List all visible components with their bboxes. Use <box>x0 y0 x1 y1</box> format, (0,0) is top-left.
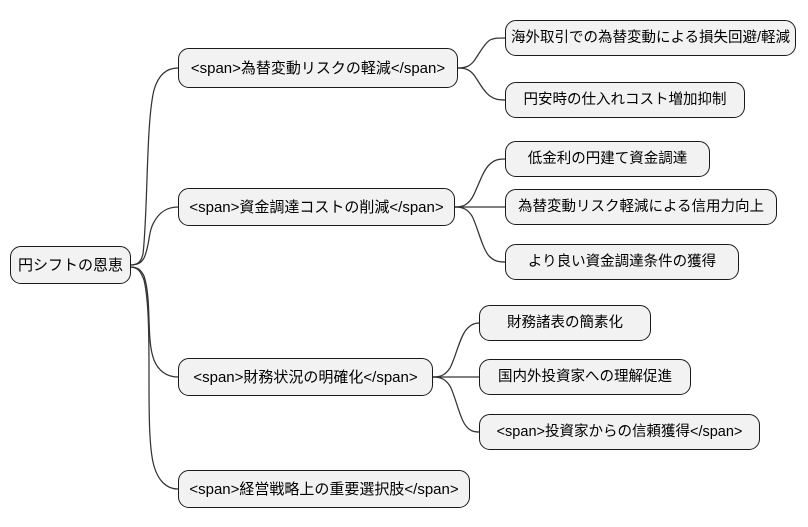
node-branch-fx-risk: <span>為替変動リスクの軽減</span> <box>178 48 458 88</box>
node-child-better-terms: より良い資金調達条件の獲得 <box>505 244 739 280</box>
node-branch-strategy-option: <span>経営戦略上の重要選択肢</span> <box>178 470 470 508</box>
edge-branch1-child2 <box>457 67 506 101</box>
node-root: 円シフトの恩恵 <box>10 246 131 284</box>
edge-branch2-child1 <box>454 158 506 208</box>
node-branch-financial-clarity: <span>財務状況の明確化</span> <box>178 358 433 396</box>
edge-branch2-child3 <box>454 206 506 263</box>
node-child-low-interest-funding: 低金利の円建て資金調達 <box>505 141 710 177</box>
node-child-purchase-cost: 円安時の仕入れコスト増加抑制 <box>505 82 745 118</box>
edge-root-branch1 <box>129 67 179 266</box>
edge-root-branch4 <box>129 266 179 490</box>
node-child-simplified-statements: 財務諸表の簡素化 <box>479 305 651 341</box>
edge-branch1-child1 <box>457 37 506 69</box>
node-branch-funding-cost: <span>資金調達コストの削減</span> <box>178 188 455 226</box>
node-child-investor-understanding: 国内外投資家への理解促進 <box>479 359 691 395</box>
node-child-investor-trust: <span>投資家からの信頼獲得</span> <box>479 414 760 450</box>
edge-root-branch3 <box>129 266 179 378</box>
edge-root-branch2 <box>129 206 179 266</box>
node-child-loss-avoidance: 海外取引での為替変動による損失回避/軽減 <box>505 20 796 56</box>
node-child-creditworthiness: 為替変動リスク軽減による信用力向上 <box>505 189 777 225</box>
edge-branch3-child3 <box>432 376 480 433</box>
edge-branch3-child1 <box>432 322 480 378</box>
